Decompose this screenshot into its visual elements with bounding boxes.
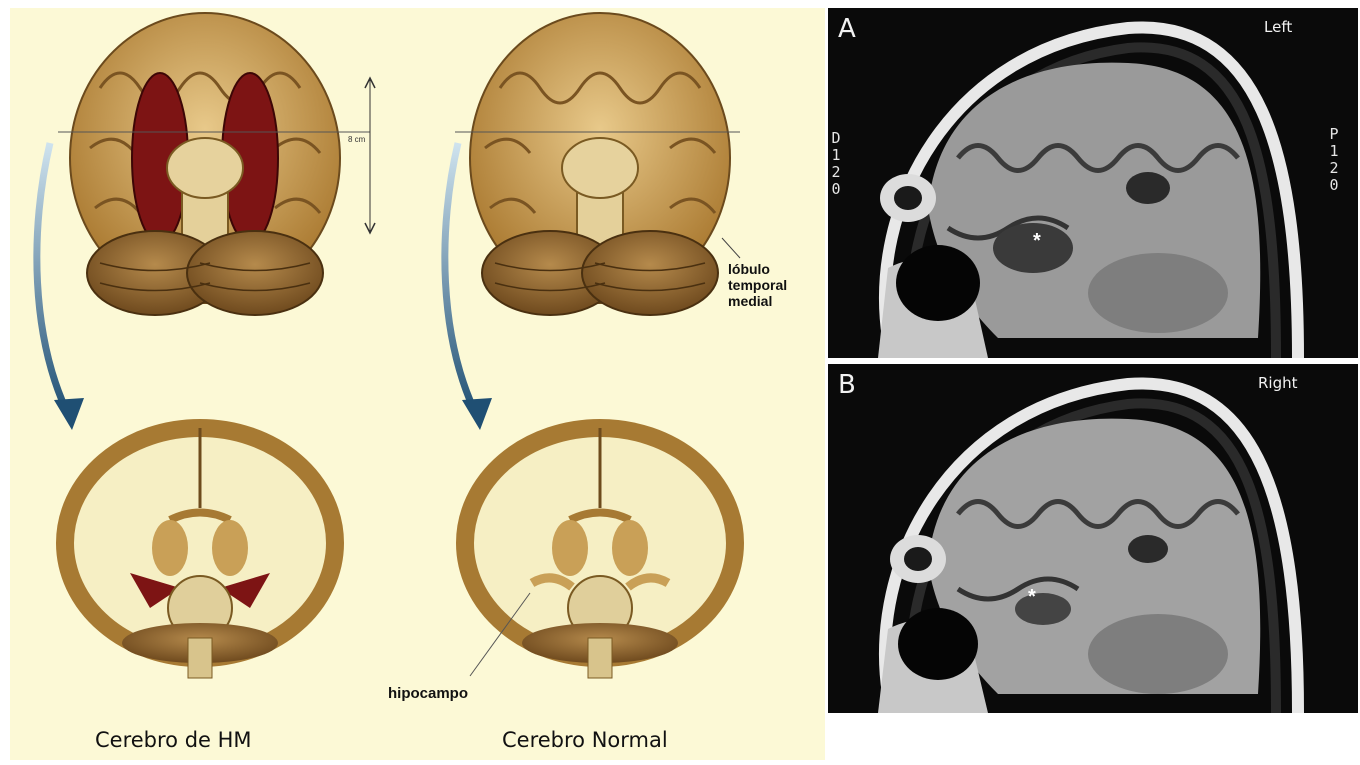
normal-coronal-section <box>465 428 735 678</box>
mri-a-side-label: Left <box>1264 18 1292 36</box>
medial-temporal-lobe-label: lóbulo temporal medial <box>728 261 787 309</box>
mri-a-marker: * <box>1033 230 1041 253</box>
normal-brain-caption: Cerebro Normal <box>502 728 668 752</box>
mri-b-letter: B <box>838 370 856 400</box>
hm-brain-caption: Cerebro de HM <box>95 728 252 752</box>
brain-illustrations <box>10 8 825 760</box>
hm-ventral-brain <box>70 13 340 315</box>
mri-scan-b: B Right * <box>828 364 1358 713</box>
mri-scan-a: A Left * D 1 2 0 P 1 2 0 <box>828 8 1358 358</box>
hippocampus-label: hipocampo <box>388 686 468 702</box>
mri-b-side-label: Right <box>1258 374 1298 392</box>
mri-panel: A Left * D 1 2 0 P 1 2 0 <box>826 8 1360 713</box>
hm-coronal-section <box>65 428 335 678</box>
measurement-label: 8 cm <box>348 135 365 144</box>
mri-a-letter: A <box>838 14 856 44</box>
arrow-left <box>37 143 70 418</box>
mri-right-scale-text: P 1 2 0 <box>1328 126 1340 194</box>
brain-illustration-panel: 8 cm lóbulo temporal medial hipocampo Ce… <box>10 8 825 760</box>
mri-a-scale-text: D 1 2 0 <box>830 130 842 198</box>
normal-ventral-brain <box>470 13 730 315</box>
mri-b-marker: * <box>1028 586 1036 609</box>
